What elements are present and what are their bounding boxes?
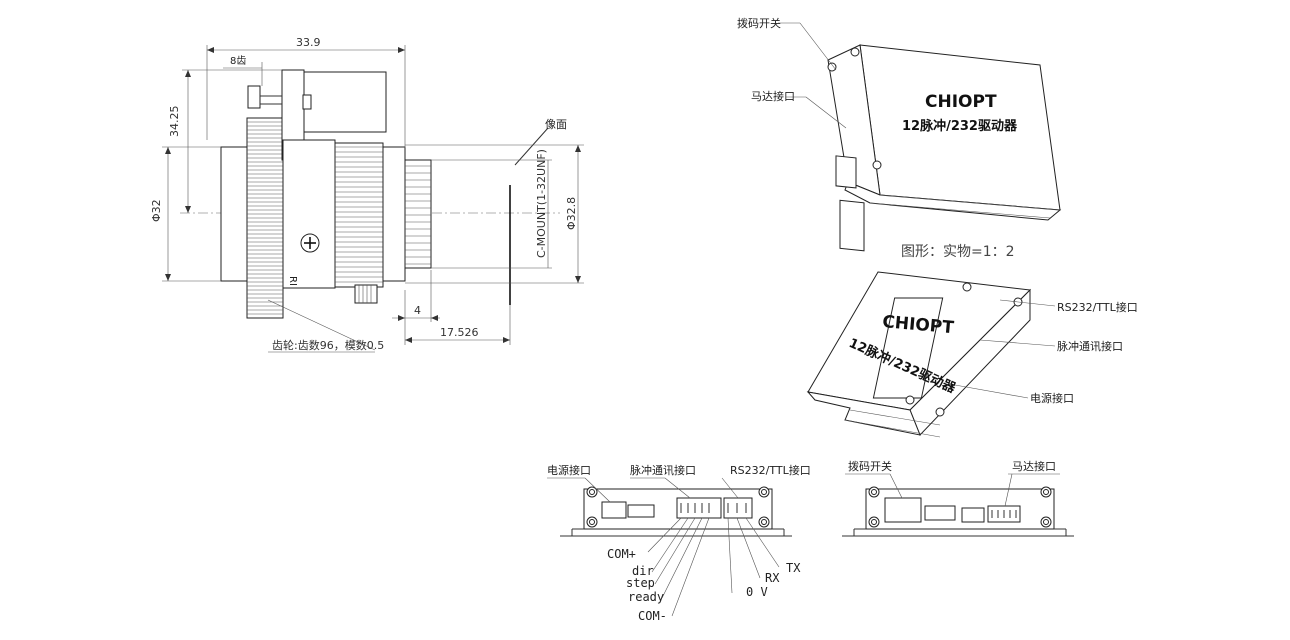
front-power-label: 电源接口: [547, 463, 591, 477]
lens-knurled-ring: [334, 142, 384, 288]
top-brand: CHIOPT: [925, 92, 997, 112]
front-pulse-label: 脉冲通讯接口: [630, 463, 696, 477]
pin-ready: ready: [628, 590, 664, 604]
front-rs232-label: RS232/TTL接口: [730, 464, 811, 477]
thread-lines: [405, 165, 431, 265]
pin-step: step: [626, 576, 655, 590]
top-motor-port-label: 马达接口: [751, 90, 795, 103]
front-power-connector: [601, 501, 627, 519]
motor-connector: [839, 199, 865, 252]
mount-label: C-MOUNT(1-32UNF): [535, 149, 548, 258]
dim-height: 34.25: [168, 106, 181, 138]
dim-back-focus: 17.526: [440, 326, 479, 339]
lens-front-barrel: [382, 146, 406, 282]
rear-motor-port-label: 马达接口: [1012, 460, 1056, 473]
rear-dip-switch-label: 拨码开关: [848, 459, 892, 473]
dim-diameter-left: Φ32: [150, 199, 163, 222]
stepper-motor: [303, 71, 387, 133]
pin-com-minus: COM-: [638, 609, 667, 623]
image-plane-label: 像面: [545, 118, 567, 131]
scale-note: 图形：实物=1：2: [901, 244, 1015, 260]
pinion-gear: [247, 85, 261, 109]
knurl-lines: [335, 146, 383, 283]
bottom-pulse-label: 脉冲通讯接口: [1057, 339, 1123, 353]
rear-dip-switch: [884, 497, 922, 523]
dip-switch-connector: [835, 155, 857, 189]
lens-body: [282, 139, 336, 289]
lens-rear-cap: [220, 146, 250, 282]
pin-leaders: [647, 517, 780, 617]
dim-gear-offset: 8齿: [230, 55, 246, 67]
driver-iso-top: CHIOPT 12脉冲/232驱动器 拨码开关 马达接口: [737, 16, 1062, 252]
top-model: 12脉冲/232驱动器: [902, 118, 1018, 134]
bottom-power-label: 电源接口: [1030, 391, 1074, 405]
c-mount-thread: [404, 159, 432, 269]
pin-tx: TX: [786, 561, 801, 575]
top-dip-switch-label: 拨码开关: [737, 16, 781, 30]
pin-0v: 0 V: [746, 585, 768, 599]
gear-teeth: [247, 121, 283, 315]
lens-dimensions: 33.9 8齿 34.25 Φ32 C-MOUNT(1-32UNF): [150, 36, 584, 353]
pin-dir: dir: [632, 564, 654, 578]
driver-rear-view: 拨码开关 马达接口: [842, 459, 1074, 537]
gear-note: 齿轮:齿数96，模数0.5: [272, 338, 384, 352]
pin-com-plus: COM+: [607, 547, 636, 561]
pin-rx: RX: [765, 571, 780, 585]
driver-front-view: 电源接口 脉冲通讯接口 RS232/TTL接口 COM+ dir step re…: [547, 463, 811, 623]
driver-iso-bottom: CHIOPT 12脉冲/232驱动器 RS232/TTL接口 脉冲通讯接口 电源…: [806, 271, 1138, 438]
svg-text:RI: RI: [287, 276, 298, 286]
bottom-rs232-label: RS232/TTL接口: [1057, 301, 1138, 314]
dim-total-length: 33.9: [296, 36, 321, 49]
lens-side-view: RI 像面 33.9 8齿 34.25: [150, 36, 584, 353]
driver2-connector-panel: [872, 297, 944, 399]
front-pulse-connector: [676, 497, 722, 519]
dim-flange: 4: [414, 304, 421, 317]
dim-diameter-right: Φ32.8: [565, 197, 578, 230]
locking-knob: [354, 284, 378, 304]
